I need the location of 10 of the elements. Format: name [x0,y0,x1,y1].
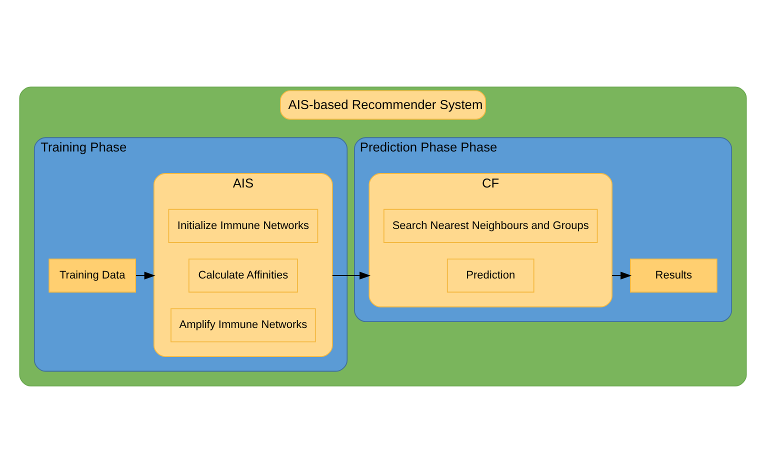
node-box: Initialize Immune Networks [168,208,318,242]
node-box: Search Nearest Neighbours and Groups [383,208,598,242]
node-box: Calculate Affinities [188,258,298,292]
arrow [136,271,156,279]
arrow [332,271,371,279]
node-box: Results [630,258,718,292]
node-box: Amplify Immune Networks [170,308,316,342]
arrow [612,271,632,279]
node-box: Training Data [48,258,136,292]
node-box: Prediction [446,258,534,292]
